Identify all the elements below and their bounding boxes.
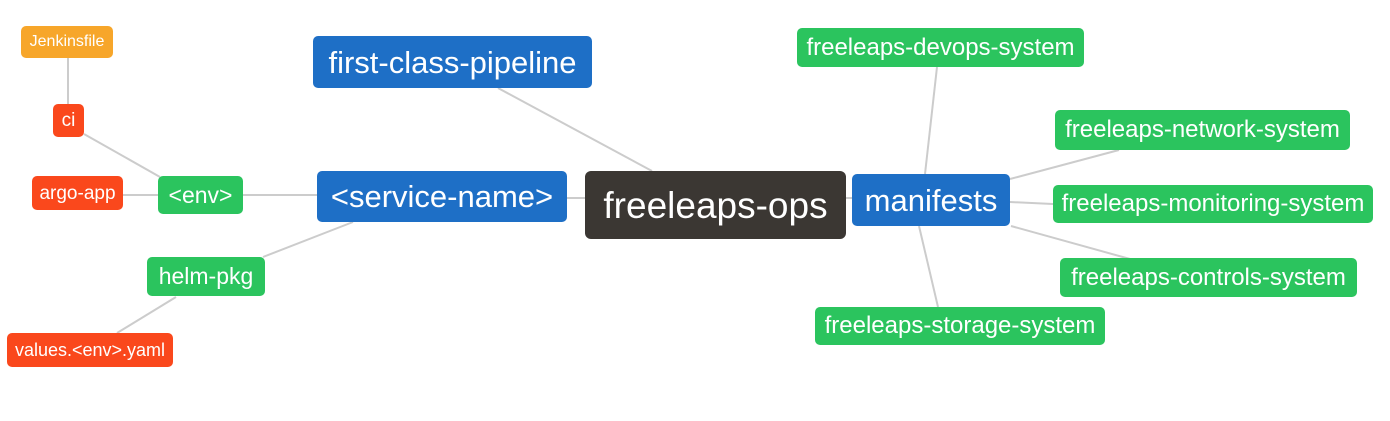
edge-first-class-pipeline-freeleaps-ops	[497, 87, 653, 172]
edge-helm-pkg-service-name	[262, 221, 354, 258]
node-controls-system[interactable]: freeleaps-controls-system	[1060, 258, 1357, 297]
node-network-system[interactable]: freeleaps-network-system	[1055, 110, 1350, 150]
node-monitoring-system[interactable]: freeleaps-monitoring-system	[1053, 185, 1373, 223]
node-first-class-pipeline[interactable]: first-class-pipeline	[313, 36, 592, 88]
node-manifests[interactable]: manifests	[852, 174, 1010, 226]
edge-manifests-controls-system	[1010, 225, 1131, 260]
node-devops-system[interactable]: freeleaps-devops-system	[797, 28, 1084, 67]
node-helm-pkg[interactable]: helm-pkg	[147, 257, 265, 296]
node-storage-system[interactable]: freeleaps-storage-system	[815, 307, 1105, 345]
node-argo-app[interactable]: argo-app	[32, 176, 123, 210]
edge-manifests-storage-system	[918, 225, 939, 308]
edge-manifests-network-system	[1009, 149, 1120, 180]
edge-values-env-yaml-helm-pkg	[116, 296, 177, 334]
edge-manifests-devops-system	[924, 66, 938, 175]
node-jenkinsfile[interactable]: Jenkinsfile	[21, 26, 113, 58]
edge-manifests-monitoring-system	[1009, 201, 1054, 205]
node-freeleaps-ops[interactable]: freeleaps-ops	[585, 171, 846, 239]
edge-ci-env	[83, 133, 161, 178]
node-ci[interactable]: ci	[53, 104, 84, 137]
node-service-name[interactable]: <service-name>	[317, 171, 567, 222]
node-values-env-yaml[interactable]: values.<env>.yaml	[7, 333, 173, 367]
node-env[interactable]: <env>	[158, 176, 243, 214]
